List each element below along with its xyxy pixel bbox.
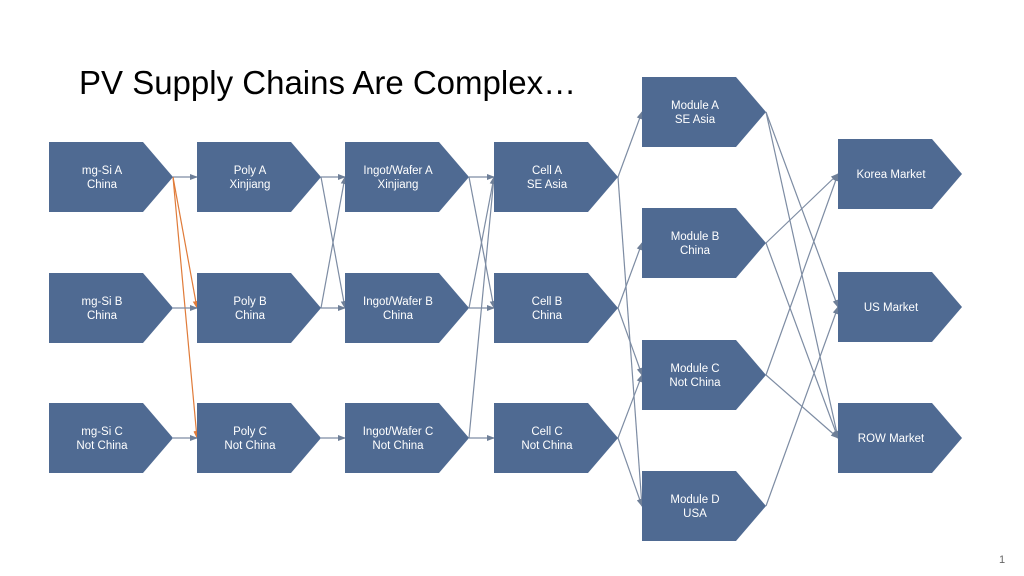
edge-modD-to-mktUS — [765, 306, 839, 507]
pentagon-arrow-shape — [197, 142, 321, 212]
node-label: China — [235, 310, 266, 322]
pentagon-arrow-shape — [642, 340, 766, 410]
node-label: Poly B — [233, 296, 267, 308]
edges-layer — [172, 111, 840, 507]
node-label: USA — [683, 508, 707, 520]
node-label: Poly C — [233, 426, 267, 438]
edge-cellA-to-modA — [617, 111, 643, 178]
node-label: Cell A — [532, 165, 562, 177]
edge-mgA-to-polyB — [172, 176, 199, 309]
edge-ingB-to-cellA — [468, 176, 496, 309]
node-mktROW[interactable]: ROW Market — [838, 403, 962, 473]
node-label: US Market — [864, 302, 919, 314]
page-number: 1 — [999, 554, 1006, 566]
edge-ingC-to-cellA — [468, 176, 497, 439]
node-label: Poly A — [234, 165, 267, 177]
node-ingC[interactable]: Ingot/Wafer C Not China — [345, 403, 469, 473]
pentagon-arrow-shape — [345, 273, 469, 343]
node-label: ROW Market — [858, 433, 925, 445]
node-ingA[interactable]: Ingot/Wafer A Xinjiang — [345, 142, 469, 212]
node-cellC[interactable]: Cell C Not China — [494, 403, 618, 473]
pentagon-arrow-shape — [838, 272, 962, 342]
edge-modC-to-mktKorea — [765, 173, 839, 376]
node-label: Not China — [224, 440, 276, 452]
pentagon-arrow-shape — [197, 273, 321, 343]
node-label: Korea Market — [856, 169, 926, 181]
pentagon-arrow-shape — [345, 403, 469, 473]
slide-title: PV Supply Chains Are Complex… — [79, 64, 577, 101]
node-mgC[interactable]: mg-Si C Not China — [49, 403, 173, 473]
node-polyC[interactable]: Poly C Not China — [197, 403, 321, 473]
edge-cellC-to-modC — [617, 374, 643, 439]
pentagon-arrow-shape — [494, 273, 618, 343]
pentagon-arrow-shape — [642, 208, 766, 278]
pentagon-arrow-shape — [49, 273, 173, 343]
edge-modB-to-mktKorea — [765, 173, 839, 244]
pentagon-arrow-shape — [494, 403, 618, 473]
node-label: mg-Si B — [82, 296, 123, 308]
node-label: mg-Si C — [81, 426, 123, 438]
node-mgB[interactable]: mg-Si B China — [49, 273, 173, 343]
node-label: Ingot/Wafer A — [363, 165, 433, 177]
pentagon-arrow-shape — [494, 142, 618, 212]
pentagon-arrow-shape — [49, 403, 173, 473]
node-modA[interactable]: Module A SE Asia — [642, 77, 766, 147]
edge-cellB-to-modC — [617, 307, 643, 376]
node-label: Module B — [671, 231, 720, 243]
pentagon-arrow-shape — [345, 142, 469, 212]
node-label: Ingot/Wafer B — [363, 296, 433, 308]
edge-polyB-to-ingA — [320, 176, 347, 309]
node-mgA[interactable]: mg-Si A China — [49, 142, 173, 212]
node-label: Xinjiang — [378, 179, 419, 191]
pentagon-arrow-shape — [642, 471, 766, 541]
pentagon-arrow-shape — [838, 403, 962, 473]
node-mktUS[interactable]: US Market — [838, 272, 962, 342]
pentagon-arrow-shape — [642, 77, 766, 147]
node-label: SE Asia — [527, 179, 568, 191]
node-label: Not China — [669, 377, 721, 389]
edge-modB-to-mktROW — [765, 242, 839, 439]
edge-modA-to-mktUS — [765, 111, 839, 308]
pentagon-arrow-shape — [49, 142, 173, 212]
node-label: Cell C — [531, 426, 562, 438]
node-cellA[interactable]: Cell A SE Asia — [494, 142, 618, 212]
node-label: Cell B — [532, 296, 563, 308]
node-polyB[interactable]: Poly B China — [197, 273, 321, 343]
pentagon-arrow-shape — [197, 403, 321, 473]
node-mktKorea[interactable]: Korea Market — [838, 139, 962, 209]
node-label: Not China — [76, 440, 128, 452]
node-label: Module C — [670, 363, 719, 375]
nodes-layer: mg-Si A China mg-Si B China mg-Si C Not China… — [49, 77, 962, 541]
pentagon-arrow-shape — [838, 139, 962, 209]
node-label: SE Asia — [675, 114, 716, 126]
node-polyA[interactable]: Poly A Xinjiang — [197, 142, 321, 212]
node-label: Xinjiang — [230, 179, 271, 191]
edge-cellC-to-modD — [617, 437, 643, 507]
node-label: Module D — [670, 494, 719, 506]
node-label: Module A — [671, 100, 719, 112]
node-modB[interactable]: Module B China — [642, 208, 766, 278]
node-label: China — [87, 179, 118, 191]
node-label: Not China — [521, 440, 573, 452]
node-label: China — [383, 310, 414, 322]
edge-cellB-to-modB — [617, 242, 643, 309]
node-ingB[interactable]: Ingot/Wafer B China — [345, 273, 469, 343]
node-cellB[interactable]: Cell B China — [494, 273, 618, 343]
node-modC[interactable]: Module C Not China — [642, 340, 766, 410]
node-label: China — [680, 245, 711, 257]
node-label: China — [532, 310, 563, 322]
node-label: China — [87, 310, 118, 322]
node-label: mg-Si A — [82, 165, 123, 177]
node-modD[interactable]: Module D USA — [642, 471, 766, 541]
node-label: Not China — [372, 440, 424, 452]
node-label: Ingot/Wafer C — [363, 426, 434, 438]
